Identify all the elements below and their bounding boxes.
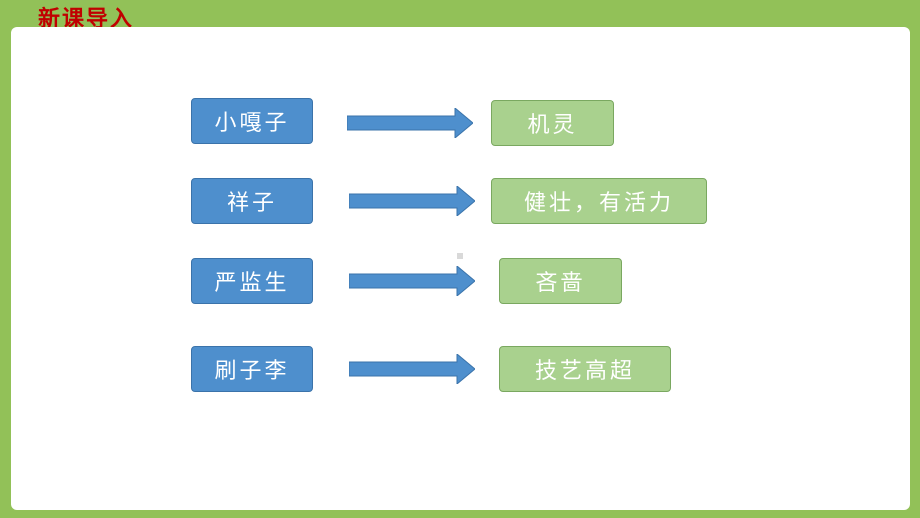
placeholder-dot <box>457 253 463 259</box>
arrow-right-icon <box>347 108 473 138</box>
character-box-shuazili: 刷子李 <box>191 346 313 392</box>
trait-box-jianzhuang: 健壮，有活力 <box>491 178 707 224</box>
character-box-xiaogazi: 小嘎子 <box>191 98 313 144</box>
character-box-xiangzi: 祥子 <box>191 178 313 224</box>
trait-box-jiyigaochao: 技艺高超 <box>499 346 671 392</box>
arrow-right-icon <box>349 354 475 384</box>
trait-box-jiling: 机灵 <box>491 100 614 146</box>
arrow-right-icon <box>349 266 475 296</box>
arrow-right-icon <box>349 186 475 216</box>
character-box-yanjiansheng: 严监生 <box>191 258 313 304</box>
trait-box-linse: 吝啬 <box>499 258 622 304</box>
